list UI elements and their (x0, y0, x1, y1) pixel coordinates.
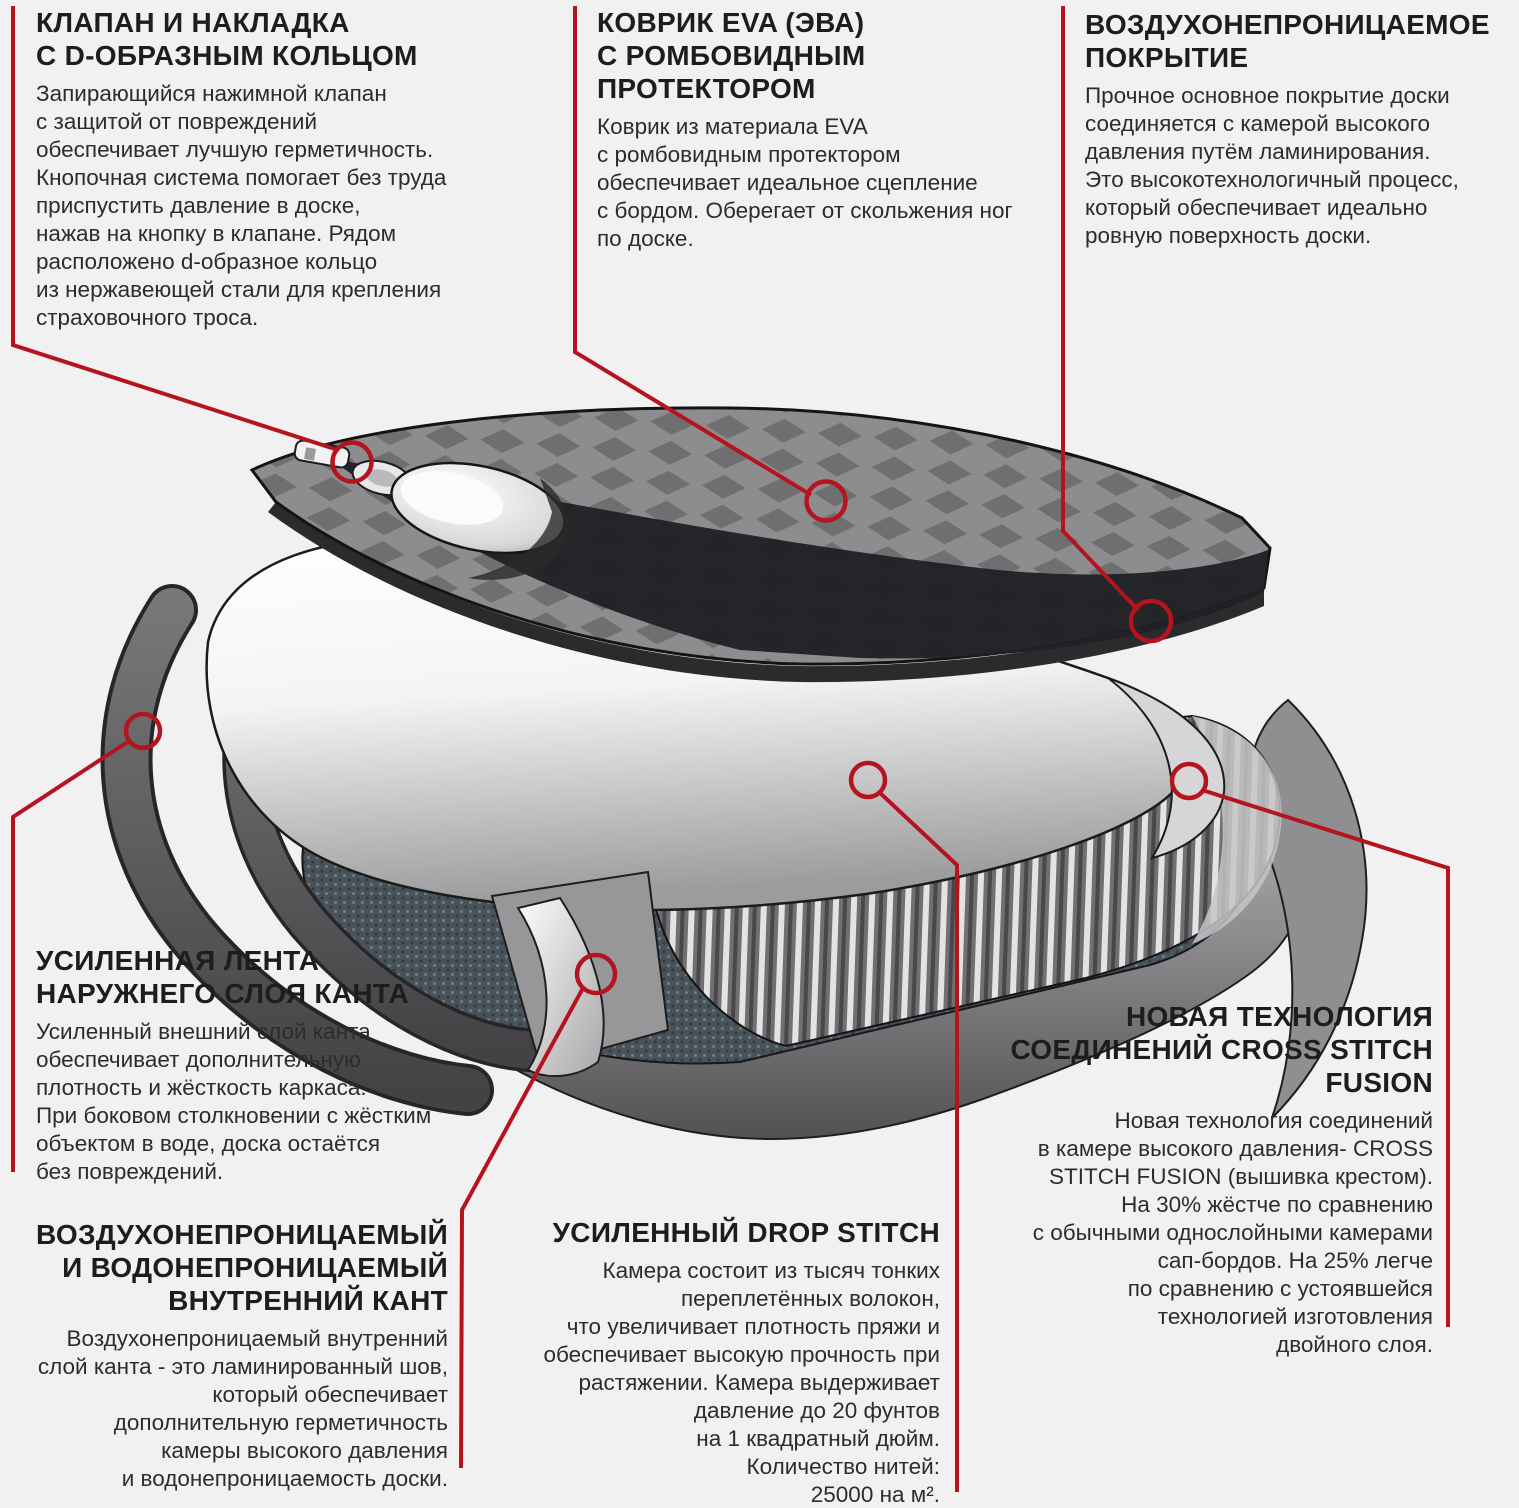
callout-inner-rail-title: ВОЗДУХОНЕПРОНИЦАЕМЫЙ И ВОДОНЕПРОНИЦАЕМЫЙ… (36, 1219, 448, 1316)
leader-drop-stitch (848, 760, 959, 1492)
valve-assembly (293, 439, 568, 580)
marker-inner-rail (574, 952, 618, 996)
leader-outer-rail (11, 711, 163, 1172)
callout-coating-body: Прочное основное покрытие доски соединяе… (1085, 83, 1459, 248)
callout-inner-rail-body: Воздухонепроницаемый внутренний слой кан… (37, 1326, 448, 1491)
callout-drop-stitch-title: УСИЛЕННЫЙ DROP STITCH (552, 1217, 940, 1248)
callout-outer-rail-title: УСИЛЕННАЯ ЛЕНТА НАРУЖНЕГО СЛОЯ КАНТА (36, 945, 410, 1009)
callout-eva-title: КОВРИК EVA (ЭВА) С РОМБОВИДНЫМ ПРОТЕКТОР… (597, 7, 866, 104)
leader-cross-stitch (1169, 761, 1450, 1327)
callout-cross-stitch: НОВАЯ ТЕХНОЛОГИЯ СОЕДИНЕНИЙ CROSS STITCH… (985, 1000, 1433, 1359)
marker-coating (1128, 598, 1174, 644)
leader-eva (573, 6, 848, 523)
callout-lines (11, 6, 1450, 1492)
callout-eva: КОВРИК EVA (ЭВА) С РОМБОВИДНЫМ ПРОТЕКТОР… (597, 6, 1057, 253)
callout-drop-stitch: УСИЛЕННЫЙ DROP STITCH Камера состоит из … (495, 1216, 940, 1508)
callout-coating-title: ВОЗДУХОНЕПРОНИЦАЕМОЕ ПОКРЫТИЕ (1085, 9, 1490, 73)
callout-valve-title: КЛАПАН И НАКЛАДКА С D-ОБРАЗНЫМ КОЛЬЦОМ (36, 7, 418, 71)
eva-deck-layer (249, 406, 1272, 683)
marker-drop-stitch (848, 760, 888, 800)
callout-drop-stitch-body: Камера состоит из тысяч тонких переплетё… (543, 1258, 940, 1507)
leader-valve (11, 6, 374, 484)
inner-rail-curl (490, 870, 670, 1078)
callout-outer-rail-body: Усиленный внешний слой канта обеспечивае… (36, 1019, 432, 1184)
callout-coating: ВОЗДУХОНЕПРОНИЦАЕМОЕ ПОКРЫТИЕ Прочное ос… (1085, 8, 1510, 250)
callout-cross-stitch-title: НОВАЯ ТЕХНОЛОГИЯ СОЕДИНЕНИЙ CROSS STITCH… (1010, 1001, 1433, 1098)
callout-valve: КЛАПАН И НАКЛАДКА С D-ОБРАЗНЫМ КОЛЬЦОМ З… (36, 6, 488, 332)
callout-cross-stitch-body: Новая технология соединений в камере выс… (1032, 1108, 1433, 1357)
marker-valve (330, 440, 374, 484)
callout-outer-rail: УСИЛЕННАЯ ЛЕНТА НАРУЖНЕГО СЛОЯ КАНТА Уси… (36, 944, 496, 1186)
leader-inner-rail (459, 952, 618, 1469)
marker-outer-rail (123, 711, 163, 751)
leader-coating (1061, 6, 1174, 644)
marker-cross-stitch (1169, 761, 1209, 801)
callout-inner-rail: ВОЗДУХОНЕПРОНИЦАЕМЫЙ И ВОДОНЕПРОНИЦАЕМЫЙ… (8, 1218, 448, 1493)
callout-valve-body: Запирающийся нажимной клапан с защитой о… (36, 81, 447, 330)
callout-eva-body: Коврик из материала EVA с ромбовидным пр… (597, 114, 1013, 251)
marker-eva (804, 479, 848, 523)
